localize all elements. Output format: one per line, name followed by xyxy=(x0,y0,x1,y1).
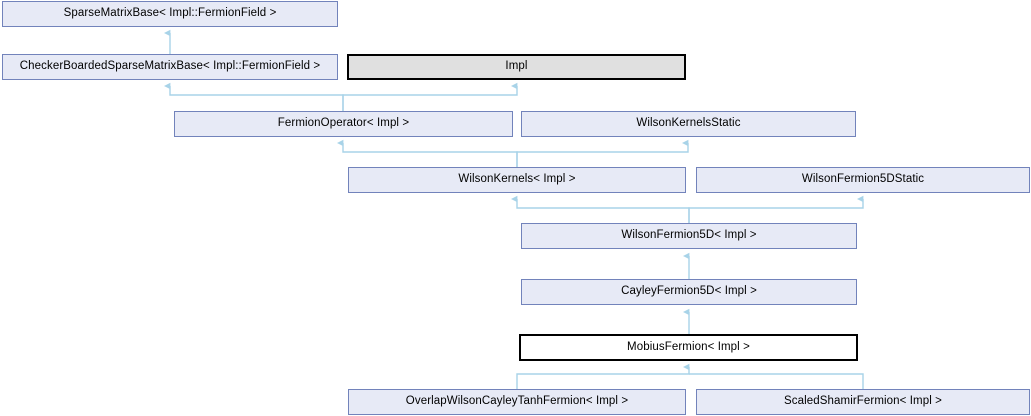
edge-fermionoperator-to-checkerboarded xyxy=(164,82,344,111)
edge-overlapwilson-to-mobiusfermion xyxy=(516,363,690,389)
class-node-checkerboardedsparsematrixbase[interactable]: CheckerBoardedSparseMatrixBase< Impl::Fe… xyxy=(2,54,338,80)
class-node-label: Impl xyxy=(505,60,528,73)
class-node-impl[interactable]: Impl xyxy=(347,54,686,80)
class-node-wilsonkernels[interactable]: WilsonKernels< Impl > xyxy=(348,167,686,193)
edge-wilsonfermion5d-to-wilsonfermion5dstatic xyxy=(688,195,864,223)
class-node-label: WilsonKernelsStatic xyxy=(636,117,741,130)
class-node-wilsonkernelsstatic[interactable]: WilsonKernelsStatic xyxy=(521,111,856,137)
class-node-label: WilsonFermion5DStatic xyxy=(801,173,925,186)
class-node-sparsematrixbase[interactable]: SparseMatrixBase< Impl::FermionField > xyxy=(2,1,338,27)
class-node-label: MobiusFermion< Impl > xyxy=(627,340,750,353)
class-node-label: OverlapWilsonCayleyTanhFermion< Impl > xyxy=(405,395,629,408)
edge-wilsonkernels-to-wilsonkernelsstatic xyxy=(516,139,689,167)
class-node-cayleyfermion5d[interactable]: CayleyFermion5D< Impl > xyxy=(521,279,857,305)
edge-wilsonfermion5d-to-wilsonkernels xyxy=(511,195,690,223)
class-node-wilsonfermion5d[interactable]: WilsonFermion5D< Impl > xyxy=(521,223,857,249)
class-node-mobiusfermion[interactable]: MobiusFermion< Impl > xyxy=(519,334,858,361)
class-node-label: CheckerBoardedSparseMatrixBase< Impl::Fe… xyxy=(19,60,321,73)
edge-wilsonkernels-to-fermionoperator xyxy=(337,139,518,167)
class-node-scaledshamirfermion[interactable]: ScaledShamirFermion< Impl > xyxy=(696,389,1030,415)
class-node-label: FermionOperator< Impl > xyxy=(277,117,410,130)
class-node-fermionoperator[interactable]: FermionOperator< Impl > xyxy=(174,111,513,137)
class-node-overlapwilsoncayleytanhfermion[interactable]: OverlapWilsonCayleyTanhFermion< Impl > xyxy=(348,389,686,415)
class-node-label: CayleyFermion5D< Impl > xyxy=(621,285,757,298)
class-node-label: SparseMatrixBase< Impl::FermionField > xyxy=(63,7,277,20)
class-node-label: ScaledShamirFermion< Impl > xyxy=(783,395,942,408)
edge-scaledshamir-to-mobiusfermion xyxy=(689,373,864,389)
class-node-label: WilsonKernels< Impl > xyxy=(458,173,576,186)
edge-fermionoperator-to-impl xyxy=(342,82,518,111)
class-node-label: WilsonFermion5D< Impl > xyxy=(621,229,757,242)
class-node-wilsonfermion5dstatic[interactable]: WilsonFermion5DStatic xyxy=(696,167,1030,193)
